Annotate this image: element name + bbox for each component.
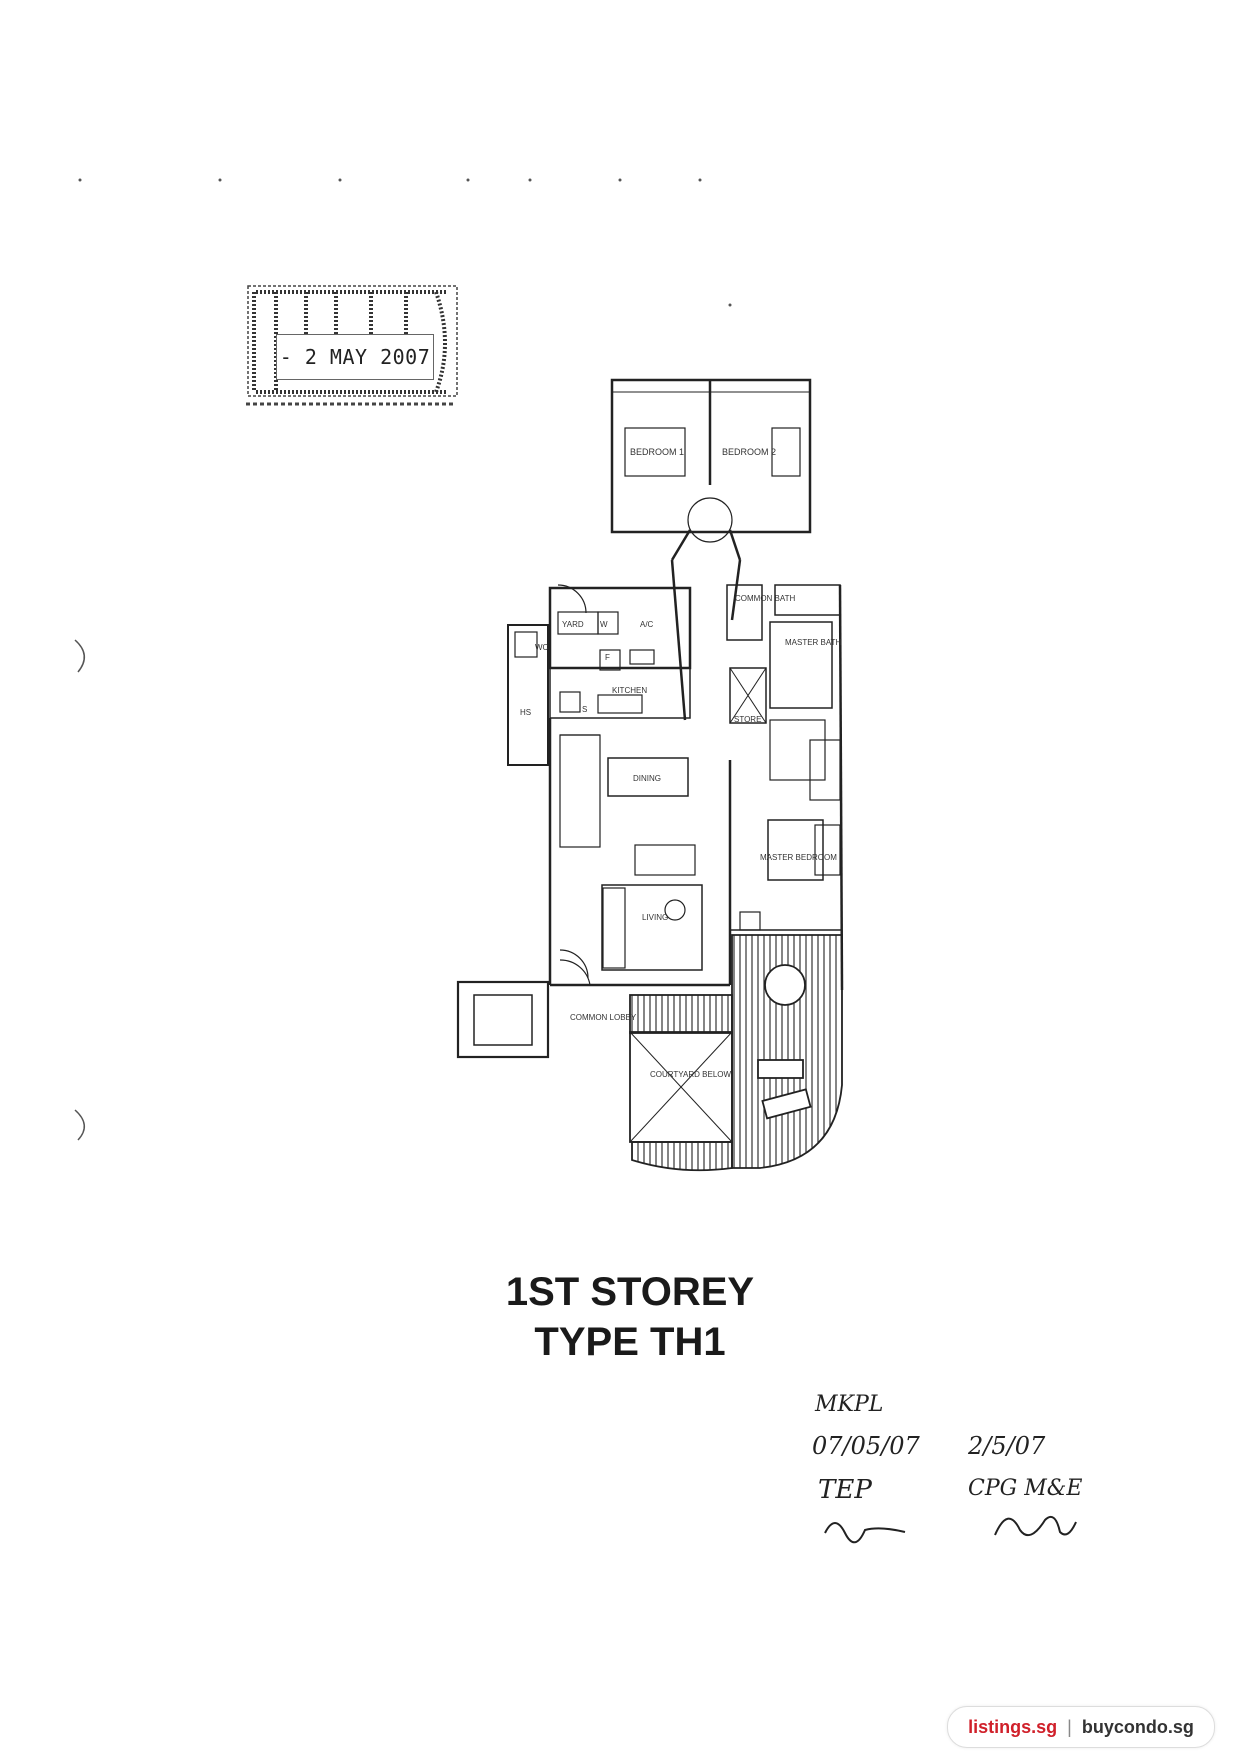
label-common-lobby: COMMON LOBBY: [570, 1013, 637, 1022]
main-unit: [507, 584, 732, 987]
label-ac: A/C: [640, 620, 654, 629]
signature-2: [994, 1516, 1077, 1537]
footer-watermark: listings.sg | buycondo.sg: [947, 1706, 1215, 1748]
label-courtyard-below: COURTYARD BELOW: [650, 1070, 731, 1079]
stamp-date: - 2 MAY 2007: [276, 334, 434, 380]
label-wc: WC: [535, 643, 549, 652]
label-master-bath: MASTER BATH: [785, 638, 842, 647]
common-lobby: [456, 959, 591, 1059]
signature-1: [824, 1522, 906, 1544]
label-f: F: [605, 653, 610, 662]
label-living: LIVING: [642, 913, 668, 922]
footer-separator: |: [1067, 1716, 1072, 1737]
buycondo-link[interactable]: buycondo.sg: [1081, 1716, 1194, 1737]
room-labels: BEDROOM 1 BEDROOM 2 COMMON BATH MASTER B…: [520, 447, 842, 1079]
listings-link[interactable]: listings.sg: [968, 1716, 1058, 1737]
label-bedroom-1: BEDROOM 1: [630, 447, 684, 457]
master-wing: [726, 584, 844, 991]
handwriting-tep: TEP: [818, 1475, 872, 1505]
scan-marks: [74, 178, 732, 1141]
label-master-bedroom: MASTER BEDROOM: [760, 853, 837, 862]
corridor: [670, 529, 742, 721]
handwriting-mkpl: MKPL: [815, 1392, 884, 1417]
label-w: W: [600, 620, 608, 629]
handwriting-cpg: CPG M&E: [968, 1476, 1083, 1501]
courtyard: [629, 994, 733, 1172]
label-yard: YARD: [562, 620, 584, 629]
label-store: STORE: [734, 715, 761, 724]
deck-terrace: [731, 934, 843, 1169]
label-kitchen: KITCHEN: [612, 686, 647, 695]
handwriting-date-2: 2/5/07: [968, 1432, 1046, 1460]
bedroom-wing: [610, 378, 812, 543]
handwriting-date-1: 07/05/07: [812, 1432, 920, 1460]
label-common-bath: COMMON BATH: [735, 594, 796, 603]
label-hs: HS: [520, 708, 531, 717]
page-title: 1ST STOREY: [505, 1270, 755, 1314]
label-dining: DINING: [633, 774, 661, 783]
label-bedroom-2: BEDROOM 2: [722, 447, 776, 457]
label-s: S: [582, 705, 587, 714]
page-subtitle: TYPE TH1: [534, 1320, 726, 1364]
